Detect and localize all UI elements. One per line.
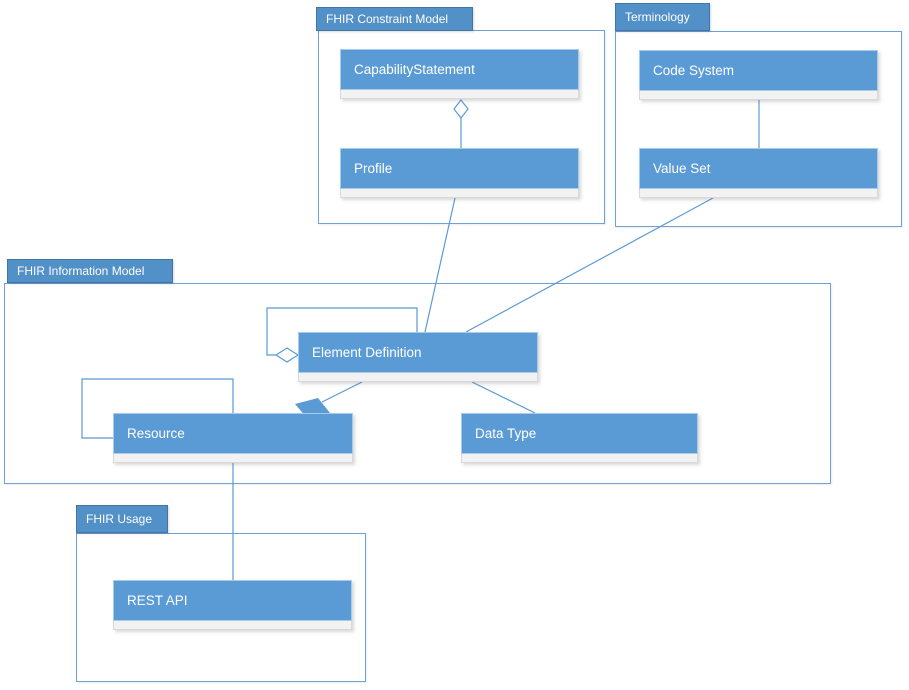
package-label: FHIR Usage	[86, 512, 153, 526]
class-code-system: Code System	[639, 50, 878, 100]
package-tab-fhir-information-model: FHIR Information Model	[7, 259, 173, 283]
class-label: Resource	[113, 413, 353, 454]
class-label: Profile	[340, 148, 579, 189]
package-label: FHIR Constraint Model	[326, 12, 449, 26]
package-label: Terminology	[625, 10, 690, 24]
class-label: Data Type	[461, 413, 698, 454]
connector-valueset-elementdefinition	[465, 197, 714, 333]
connector-elementdefinition-resource	[321, 381, 363, 403]
class-profile: Profile	[340, 148, 579, 198]
aggregation-diamond-icon	[274, 347, 300, 363]
class-label: Value Set	[639, 148, 878, 189]
class-capabilitystatement: CapabilityStatement	[340, 49, 579, 99]
class-compartment	[113, 454, 353, 463]
class-compartment	[461, 454, 698, 463]
class-label: Element Definition	[298, 332, 538, 373]
aggregation-diamond-icon	[453, 99, 469, 119]
class-compartment	[639, 91, 878, 100]
class-compartment	[340, 189, 579, 198]
connector-elementdefinition-datatype	[471, 381, 536, 414]
package-tab-fhir-usage: FHIR Usage	[76, 505, 168, 533]
class-label: Code System	[639, 50, 878, 91]
class-compartment	[639, 189, 878, 198]
class-data-type: Data Type	[461, 413, 698, 463]
class-label: CapabilityStatement	[340, 49, 579, 90]
class-resource: Resource	[113, 413, 353, 463]
class-label: REST API	[113, 580, 352, 621]
class-compartment	[340, 90, 579, 99]
connector-elementdefinition-self-loop	[266, 307, 418, 356]
package-tab-fhir-constraint-model: FHIR Constraint Model	[316, 7, 473, 31]
class-rest-api: REST API	[113, 580, 352, 630]
class-value-set: Value Set	[639, 148, 878, 198]
class-compartment	[113, 621, 352, 630]
package-tab-terminology: Terminology	[615, 3, 710, 31]
class-element-definition: Element Definition	[298, 332, 538, 382]
connector-profile-elementdefinition	[424, 197, 456, 333]
class-compartment	[298, 373, 538, 382]
package-label: FHIR Information Model	[17, 264, 145, 278]
connector-resource-self-loop	[81, 378, 234, 439]
